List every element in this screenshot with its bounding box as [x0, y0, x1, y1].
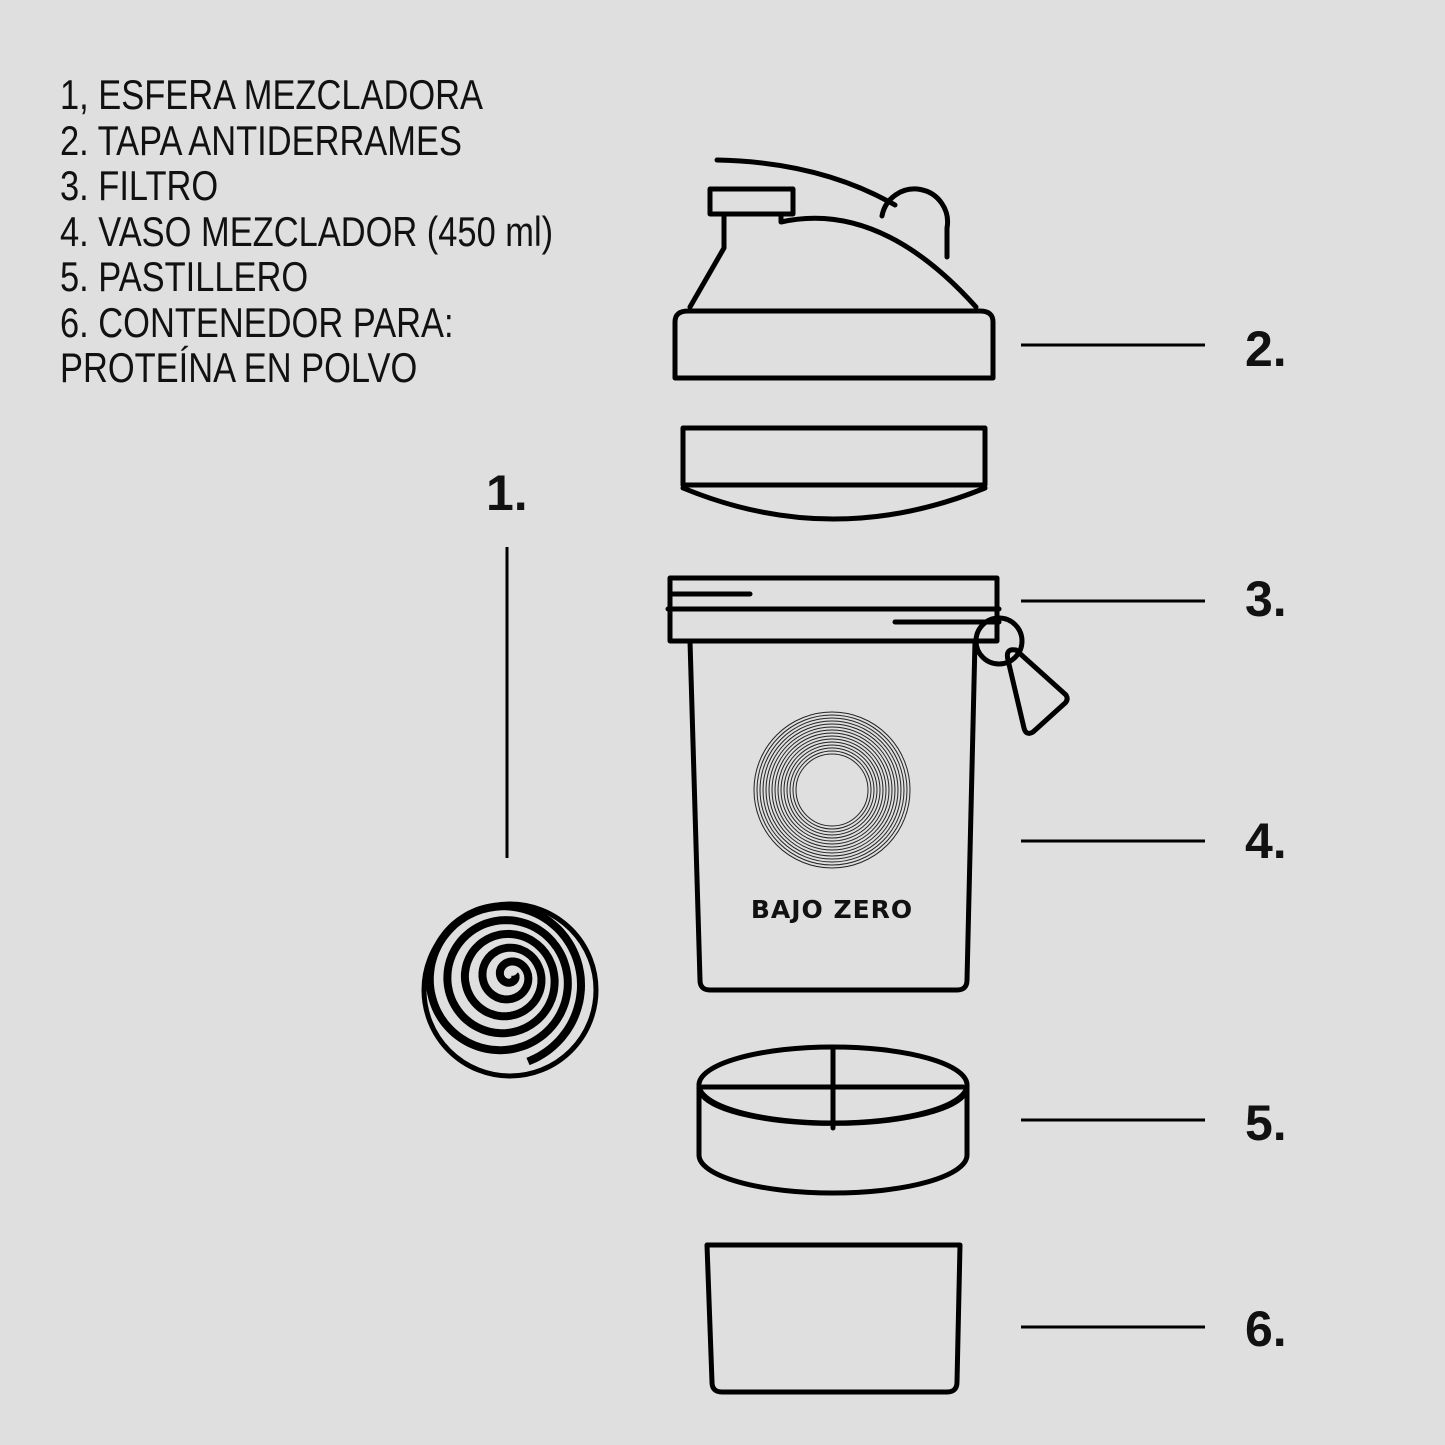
- legend-item: 6. CONTENEDOR PARA:: [60, 298, 454, 346]
- logo-ring: [765, 723, 899, 857]
- legend-item: PROTEÍNA EN POLVO: [60, 344, 418, 391]
- pill-box: [696, 1044, 970, 1196]
- logo-ring: [780, 738, 884, 842]
- logo-ring: [762, 720, 902, 860]
- legend-item: 3. FILTRO: [60, 162, 219, 209]
- spill-proof-lid: [672, 157, 996, 381]
- logo-ring: [771, 729, 893, 851]
- callout-3: 3.: [1245, 571, 1287, 627]
- callout-2: 2.: [1245, 321, 1287, 377]
- legend-item: 2. TAPA ANTIDERRAMES: [60, 116, 462, 164]
- logo-ring: [795, 753, 869, 827]
- legend-item: 1, ESFERA MEZCLADORA: [60, 71, 483, 118]
- brand-name: BAJO ZERO: [751, 895, 913, 924]
- callout-6: 6.: [1245, 1301, 1287, 1357]
- logo-ring: [789, 747, 875, 833]
- logo-ring: [792, 750, 872, 830]
- callout-4: 4.: [1245, 813, 1287, 869]
- filter: [680, 425, 988, 522]
- mixing-ball-spiral-icon: [425, 902, 586, 1066]
- brand-logo-rings: [753, 711, 911, 869]
- logo-ring: [768, 726, 896, 854]
- callout-5: 5.: [1245, 1095, 1287, 1151]
- logo-ring: [774, 732, 890, 848]
- logo-ring: [753, 711, 911, 869]
- mixing-ball-outline: [421, 901, 599, 1079]
- legend-item: 5. PASTILLERO: [60, 253, 309, 300]
- logo-ring: [759, 717, 905, 863]
- logo-ring: [786, 744, 878, 836]
- leader-lines: [505, 343, 1205, 1329]
- logo-ring: [777, 735, 887, 845]
- callout-1: 1.: [486, 465, 528, 521]
- logo-ring: [783, 741, 881, 839]
- legend-item: 4. VASO MEZCLADOR (450 ml): [60, 207, 554, 255]
- logo-ring: [756, 714, 908, 866]
- parts-legend: 1, ESFERA MEZCLADORA 2. TAPA ANTIDERRAME…: [60, 72, 553, 391]
- protein-container: [704, 1242, 963, 1395]
- mixing-cup: BAJO ZERO: [665, 575, 1070, 993]
